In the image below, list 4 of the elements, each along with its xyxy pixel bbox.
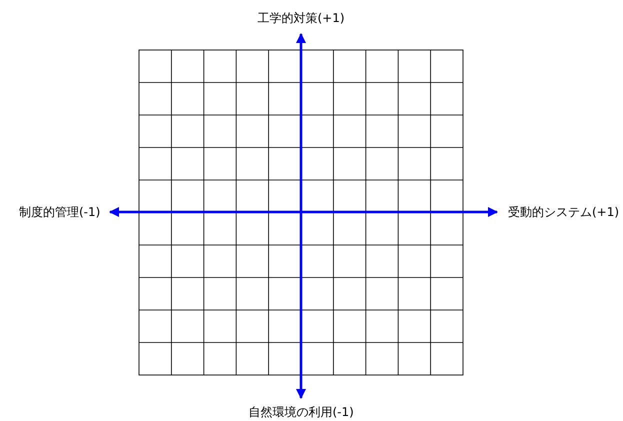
axis-label: 受動的システム(+1)	[508, 205, 620, 219]
axis-label: 自然環境の利用(-1)	[248, 405, 354, 419]
axis-label: 制度的管理(-1)	[19, 205, 100, 219]
axis-label: 工学的対策(+1)	[258, 11, 345, 25]
